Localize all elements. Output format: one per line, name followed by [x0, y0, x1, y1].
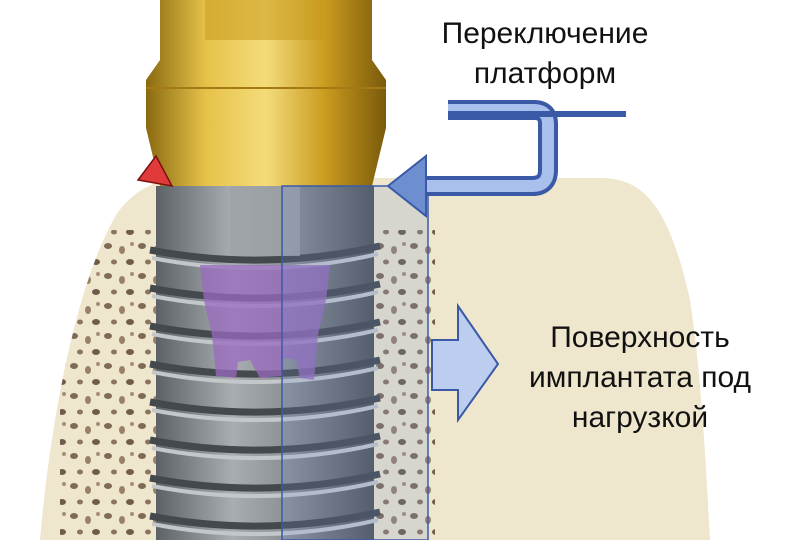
- red-triangle-marker-icon: [136, 154, 174, 188]
- thread-ridge: [149, 394, 381, 416]
- bent-arrow-left-icon: [386, 100, 626, 219]
- implant-body: [149, 186, 381, 540]
- internal-screw: [200, 265, 330, 380]
- loaded-surface-label: Поверхность имплантата под нагрузкой: [510, 318, 770, 438]
- loaded-surface-highlight: [281, 185, 429, 540]
- platform-switching-label: Переключение платформ: [400, 14, 690, 94]
- thread-highlight: [151, 518, 379, 537]
- thread-highlight: [151, 442, 379, 461]
- abutment: [146, 0, 386, 186]
- thread-highlight: [151, 480, 379, 499]
- thread-ridge: [149, 508, 381, 530]
- platform-switching-line-2: платформ: [473, 57, 617, 90]
- thread-highlight: [151, 366, 379, 385]
- thread-ridge: [149, 432, 381, 454]
- thread-ridge: [149, 470, 381, 492]
- thread-ridge: [149, 242, 381, 264]
- platform-switching-line-1: Переключение: [441, 17, 649, 50]
- loaded-surface-line-3: нагрузкой: [571, 401, 709, 434]
- loaded-surface-line-2: имплантата под: [528, 361, 751, 394]
- arrow-right-icon: [431, 302, 500, 424]
- loaded-surface-line-1: Поверхность: [550, 321, 730, 354]
- implant-threads: [149, 242, 381, 537]
- thread-highlight: [151, 404, 379, 423]
